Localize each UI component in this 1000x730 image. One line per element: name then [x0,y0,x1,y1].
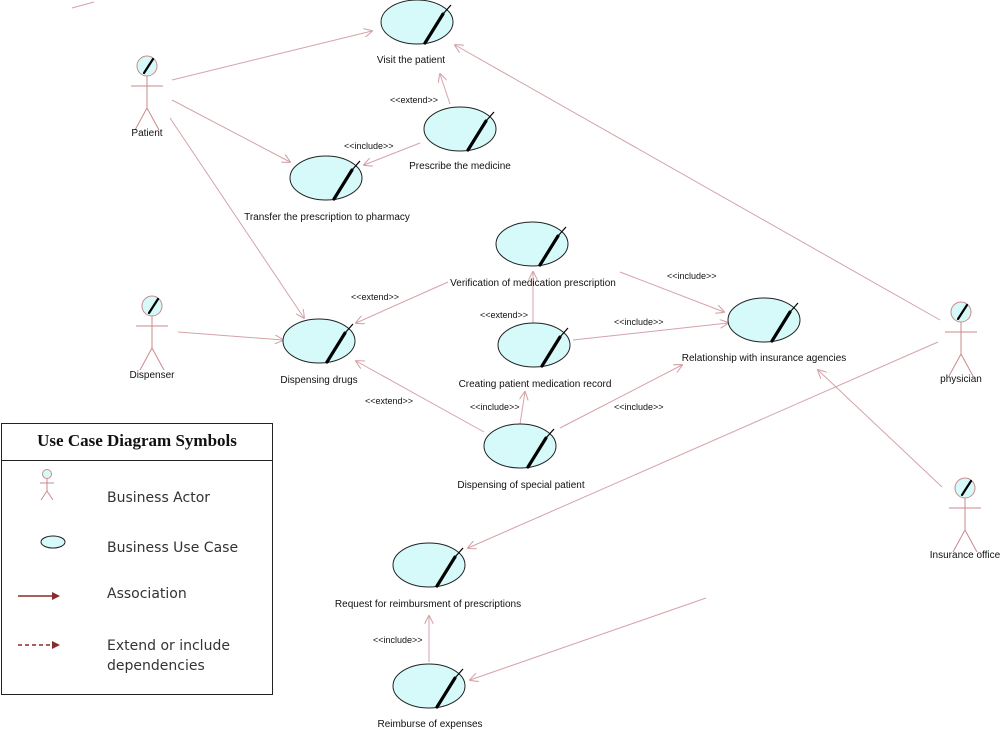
use-case-dispensing-special[interactable]: Dispensing of special patient [457,422,585,491]
use-case-label: Relationship with insurance agencies [682,353,847,364]
actor-label: Patient [131,128,162,139]
use-case-label: Transfer the prescription to pharmacy [244,212,410,223]
line-physician-request [468,341,939,548]
stereotype-extend-visit: <<extend>> [390,95,438,105]
line-patient-dispensing [169,117,304,318]
dependency-dashed-arrow-icon [18,641,60,649]
stereotype-include-special-record: <<include>> [470,402,520,412]
legend: Use Case Diagram Symbols Business Actor … [1,423,273,695]
stereotype-include-record-relationship: <<include>> [614,317,664,327]
line-insurance-relationship [818,370,943,488]
use-case-label: Reimburse of expenses [377,719,482,730]
use-case-label: Request for reimbursment of prescription… [335,599,521,610]
line-special-dispensing-extend [356,361,485,433]
line-special-record-include [520,392,525,425]
use-case-verification[interactable]: Verification of medication prescription [450,220,616,289]
actor-label: physician [940,374,982,385]
use-case-label: Prescribe the medicine [409,161,511,172]
use-case-dispensing-drugs[interactable]: Dispensing drugs [280,317,358,386]
use-case-transfer-prescription[interactable]: Transfer the prescription to pharmacy [244,154,410,223]
use-case-label: Verification of medication prescription [450,278,616,289]
use-case-relationship-insurance[interactable]: Relationship with insurance agencies [682,296,847,364]
actor-patient[interactable]: Patient [129,54,165,139]
legend-title: Use Case Diagram Symbols [2,424,272,461]
line-dispenser-dispensing [177,331,283,340]
stereotype-include-reimburse: <<include>> [373,635,423,645]
use-case-label: Dispensing drugs [280,375,357,386]
stereotype-include-transfer: <<include>> [344,141,394,151]
line-verification-relationship-include [619,271,724,312]
use-case-label: Visit the patient [377,55,445,66]
legend-dependency-label: Extend or include dependencies [107,638,230,674]
stereotype-extend-verification-dispensing: <<extend>> [351,292,399,302]
legend-association-label: Association [107,586,187,602]
stereotype-labels: <<extend>> <<include>> <<include>> <<ext… [344,95,717,645]
actor-insurance-office[interactable]: Insurance office [930,476,1000,561]
line-verification-dispensing-extend [356,281,449,323]
line-prescribe-visit-extend [440,74,451,105]
use-case-reimburse-expenses[interactable]: Reimburse of expenses [377,662,483,730]
use-case-label: Dispensing of special patient [457,480,585,491]
actor-dispenser[interactable]: Dispenser [129,294,175,381]
legend-actor-label: Business Actor [107,490,211,506]
use-case-label: Creating patient medication record [459,379,612,390]
line-physician-visit [455,45,941,321]
stereotype-include-special-relationship: <<include>> [614,402,664,412]
line-patient-transfer [171,99,290,162]
line-prescribe-transfer-include [364,142,421,165]
use-case-request-reimbursement[interactable]: Request for reimbursment of prescription… [335,541,521,610]
legend-use-case-label: Business Use Case [107,540,239,556]
stereotype-extend-special-dispensing: <<extend>> [365,396,413,406]
line-special-relationship-include [559,365,682,429]
use-case-visit-patient[interactable]: Visit the patient [377,0,455,66]
line-patient-visit [171,31,372,81]
stereotype-include-verification-relationship: <<include>> [667,271,717,281]
line-record-relationship-include [572,323,728,341]
use-case-creating-record[interactable]: Creating patient medication record [459,321,612,390]
actor-label: Insurance office [930,550,1000,561]
stereotype-extend-record: <<extend>> [480,310,528,320]
actor-label: Dispenser [129,370,175,381]
association-arrow-icon [18,592,60,600]
actor-physician[interactable]: physician [940,300,982,385]
relationship-lines [71,1,943,680]
use-case-prescribe-medicine[interactable]: Prescribe the medicine [409,105,511,172]
line-stray-top [71,1,95,9]
line-reimburse-stray [470,597,707,680]
business-use-case-icon [40,535,66,549]
business-actor-icon [40,469,54,501]
